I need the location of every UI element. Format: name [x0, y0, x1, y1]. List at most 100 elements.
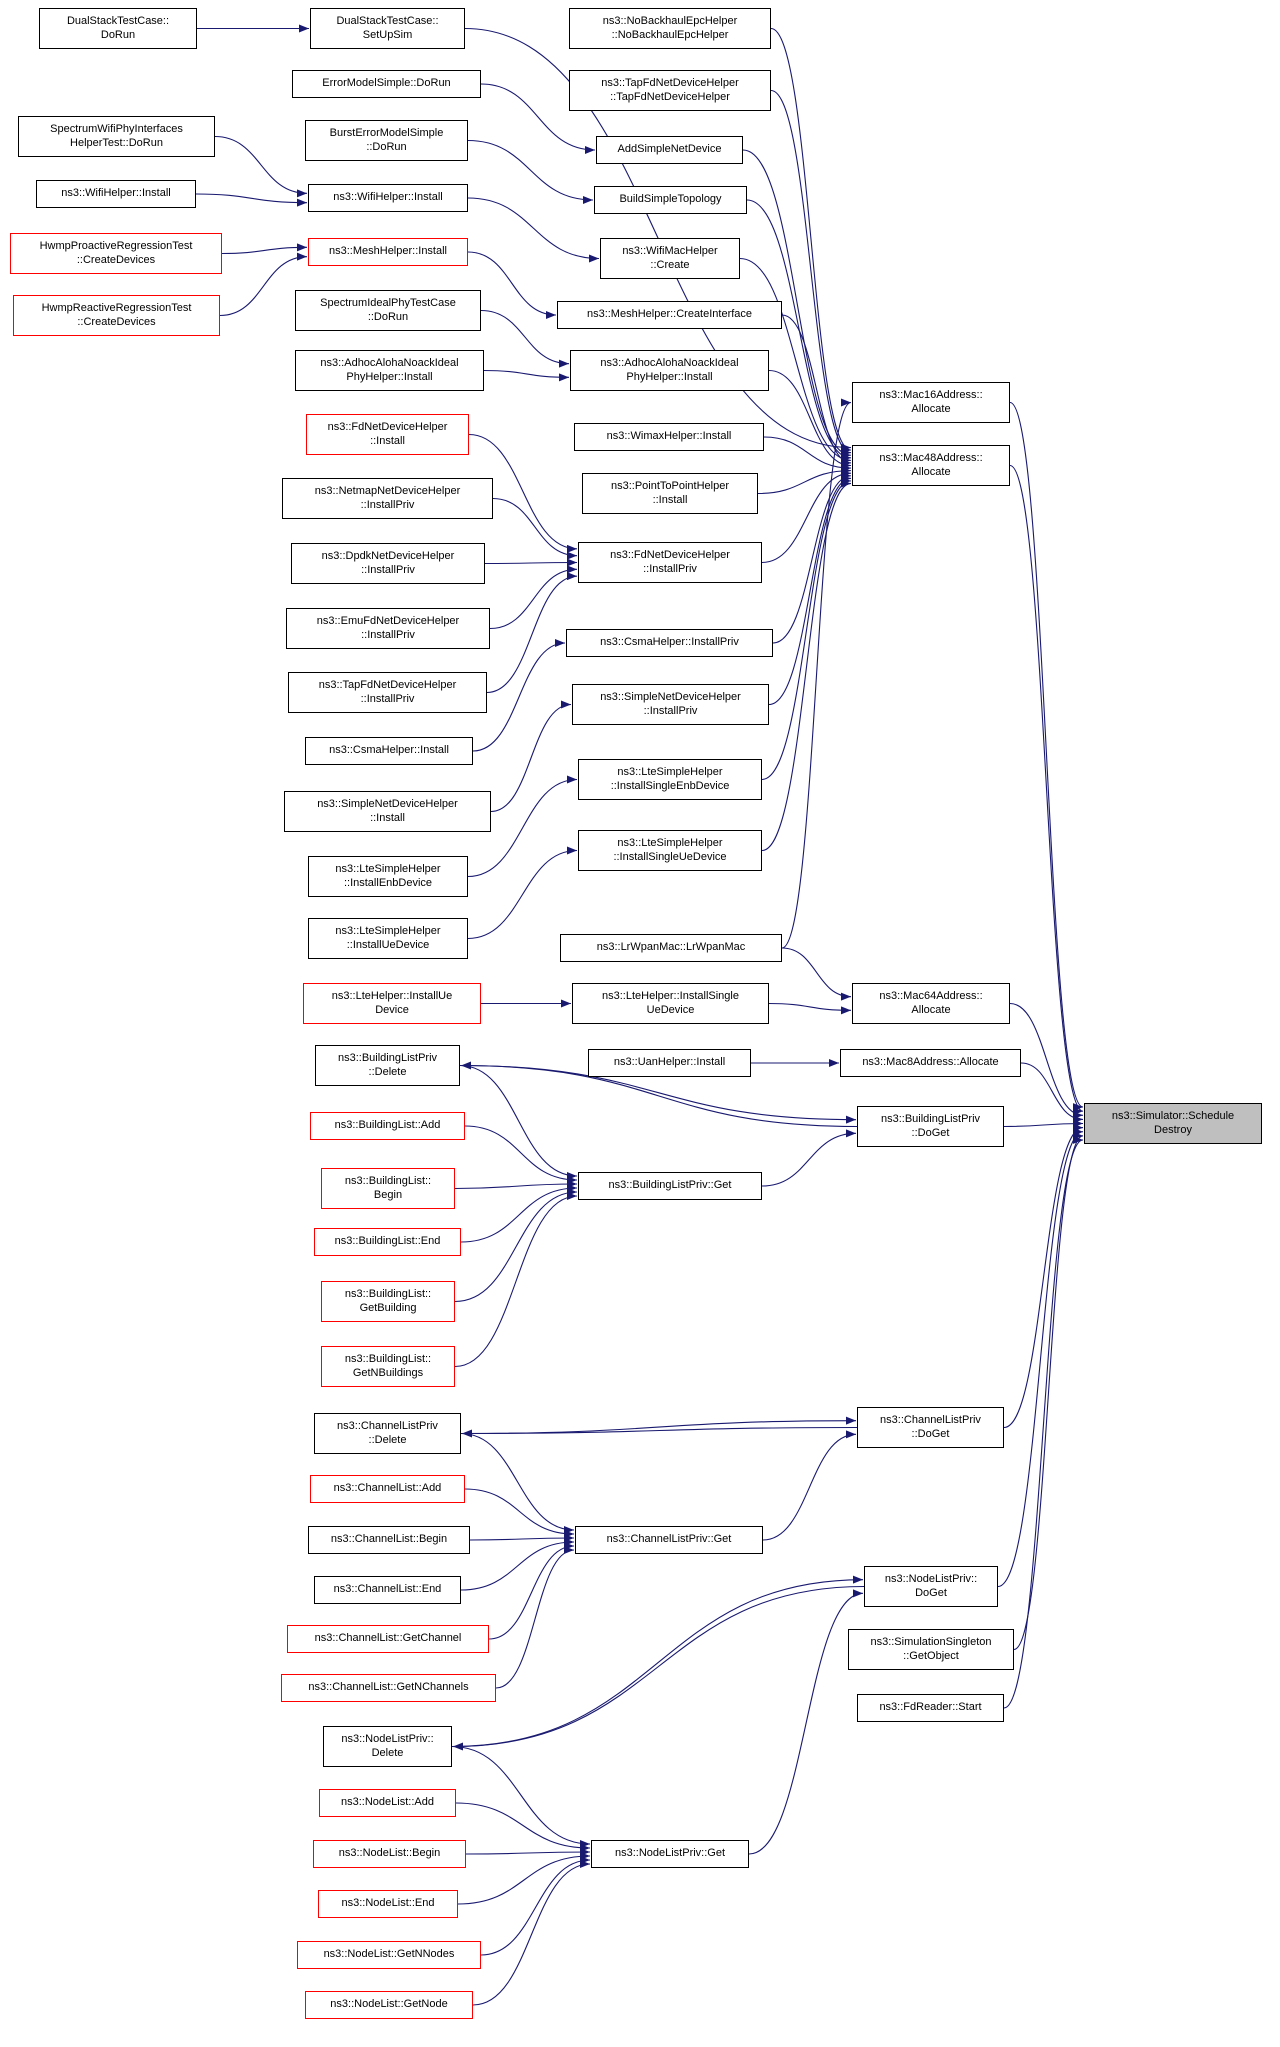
graph-node-ns3-csmahelper-installpriv[interactable]: ns3::CsmaHelper::InstallPriv — [566, 629, 773, 657]
graph-node-ns3-buildinglistpriv-get[interactable]: ns3::BuildingListPriv::Get — [578, 1172, 762, 1200]
graph-edge-n17-n50 — [486, 572, 578, 694]
graph-edge-n67-n35 — [452, 1585, 865, 1751]
graph-node-ns3-mac16address-allocate[interactable]: ns3::Mac16Address::Allocate — [852, 382, 1010, 423]
graph-node-ns3-mac64address-allocate[interactable]: ns3::Mac64Address::Allocate — [852, 983, 1010, 1024]
graph-node-ns3-wifihelper-install[interactable]: ns3::WifiHelper::Install — [308, 184, 468, 212]
graph-node-label: ns3::LteSimpleHelper — [617, 837, 723, 849]
graph-node-ns3-nodelist-end[interactable]: ns3::NodeList::End — [318, 1890, 458, 1918]
graph-edge-n43-n62 — [742, 149, 852, 460]
graph-node-ns3-fdreader-start[interactable]: ns3::FdReader::Start — [857, 1694, 1004, 1722]
graph-edge-n45-n62 — [739, 257, 852, 465]
graph-node-ns3-nodelistpriv-delete[interactable]: ns3::NodeListPriv::Delete — [323, 1726, 452, 1767]
graph-node-errormodelsimple-dorun[interactable]: ErrorModelSimple::DoRun — [292, 70, 481, 98]
graph-node-label: Destroy — [1154, 1123, 1192, 1136]
graph-node-ns3-nodelist-begin[interactable]: ns3::NodeList::Begin — [313, 1840, 466, 1868]
graph-node-label: ns3::NodeList::Begin — [338, 1847, 441, 1860]
graph-node-ns3-channellist-end[interactable]: ns3::ChannelList::End — [314, 1576, 461, 1604]
graph-node-hwmpreactiveregressiontest-createdevices[interactable]: HwmpReactiveRegressionTest::CreateDevice… — [13, 295, 220, 336]
graph-node-ns3-channellist-getchannel[interactable]: ns3::ChannelList::GetChannel — [287, 1625, 489, 1653]
graph-node-dualstacktestcase-setupsim[interactable]: DualStackTestCase::SetUpSim — [310, 8, 465, 49]
graph-node-spectrumidealphytestcase-dorun[interactable]: SpectrumIdealPhyTestCase::DoRun — [295, 290, 481, 331]
graph-node-hwmpproactiveregressiontest-createdevices[interactable]: HwmpProactiveRegressionTest::CreateDevic… — [10, 233, 222, 274]
graph-node-label: ns3::PointToPointHelper — [610, 480, 729, 492]
graph-node-ns3-simplenetdevicehelper-installpriv[interactable]: ns3::SimpleNetDeviceHelper::InstallPriv — [572, 684, 769, 725]
graph-node-ns3-buildinglist-begin[interactable]: ns3::BuildingList::Begin — [321, 1168, 455, 1209]
graph-node-ns3-buildinglist-end[interactable]: ns3::BuildingList::End — [314, 1228, 461, 1256]
graph-node-label: DualStackTestCase:: — [66, 15, 170, 27]
graph-node-label: ns3::ChannelListPriv — [880, 1414, 981, 1426]
graph-node-ns3-nodelist-getnnodes[interactable]: ns3::NodeList::GetNNodes — [297, 1941, 481, 1969]
graph-node-ns3-buildinglist-getbuilding[interactable]: ns3::BuildingList::GetBuilding — [321, 1281, 455, 1322]
graph-node-ns3-wifimachelper-create[interactable]: ns3::WifiMacHelper::Create — [600, 238, 740, 279]
graph-node-ns3-buildinglist-add[interactable]: ns3::BuildingList::Add — [310, 1112, 465, 1140]
graph-node-ns3-tapfdnetdevicehelper-tapfdnetdevicehelper[interactable]: ns3::TapFdNetDeviceHelper::TapFdNetDevic… — [569, 70, 771, 111]
graph-node-ns3-ltesimplehelper-installenbdevice[interactable]: ns3::LteSimpleHelper::InstallEnbDevice — [308, 856, 468, 897]
graph-node-ns3-meshhelper-install[interactable]: ns3::MeshHelper::Install — [308, 238, 468, 266]
graph-node-label: ns3::AdhocAlohaNoackIdeal — [320, 357, 459, 369]
graph-node-dualstacktestcase-dorun[interactable]: DualStackTestCase::DoRun — [39, 8, 197, 49]
graph-node-ns3-lrwpanmac-lrwpanmac[interactable]: ns3::LrWpanMac::LrWpanMac — [560, 934, 782, 962]
graph-node-label: ns3::FdNetDeviceHelper — [610, 549, 730, 561]
graph-edge-n13-n50 — [468, 433, 578, 553]
graph-node-label: ::CreateDevices — [76, 253, 156, 266]
graph-node-ns3-netmapnetdevicehelper-installpriv[interactable]: ns3::NetmapNetDeviceHelper::InstallPriv — [282, 478, 493, 519]
graph-edge-n55-n63 — [781, 947, 852, 1001]
graph-node-ns3-nodelistpriv-doget[interactable]: ns3::NodeListPriv::DoGet — [864, 1566, 998, 1607]
graph-node-ns3-buildinglist-getnbuildings[interactable]: ns3::BuildingList::GetNBuildings — [321, 1346, 455, 1387]
graph-node-label: ::InstallSingleUeDevice — [613, 850, 727, 863]
graph-node-ns3-ltesimplehelper-installsingleenbdevice[interactable]: ns3::LteSimpleHelper::InstallSingleEnbDe… — [578, 759, 762, 800]
graph-node-ns3-fdnetdevicehelper-install[interactable]: ns3::FdNetDeviceHelper::Install — [306, 414, 469, 455]
graph-node-ns3-meshhelper-createinterface[interactable]: ns3::MeshHelper::CreateInterface — [557, 301, 782, 329]
graph-node-ns3-channellist-getnchannels[interactable]: ns3::ChannelList::GetNChannels — [281, 1674, 496, 1702]
graph-node-bursterrormodelsimple-dorun[interactable]: BurstErrorModelSimple::DoRun — [305, 120, 468, 161]
graph-node-ns3-simulationsingleton-getobject[interactable]: ns3::SimulationSingleton::GetObject — [848, 1629, 1014, 1670]
graph-node-ns3-fdnetdevicehelper-installpriv[interactable]: ns3::FdNetDeviceHelper::InstallPriv — [578, 542, 762, 583]
graph-edge-n37-n60 — [465, 1848, 591, 1857]
graph-node-label: ns3::LteSimpleHelper — [617, 766, 723, 778]
graph-node-ns3-dpdknetdevicehelper-installpriv[interactable]: ns3::DpdkNetDeviceHelper::InstallPriv — [291, 543, 485, 584]
graph-node-ns3-channellist-begin[interactable]: ns3::ChannelList::Begin — [308, 1526, 470, 1554]
graph-node-ns3-channellistpriv-get[interactable]: ns3::ChannelListPriv::Get — [575, 1526, 763, 1554]
graph-node-ns3-buildinglistpriv-delete[interactable]: ns3::BuildingListPriv::Delete — [315, 1045, 460, 1086]
graph-node-ns3-nodelist-add[interactable]: ns3::NodeList::Add — [319, 1789, 456, 1817]
graph-edge-n61-n70 — [1009, 401, 1084, 1111]
graph-node-ns3-simplenetdevicehelper-install[interactable]: ns3::SimpleNetDeviceHelper::Install — [284, 791, 491, 832]
graph-edge-n19-n52 — [490, 700, 572, 813]
graph-node-buildsimpletopology[interactable]: BuildSimpleTopology — [594, 186, 747, 214]
graph-node-label: ::Install — [370, 811, 405, 824]
graph-node-ns3-pointtopointhelper-install[interactable]: ns3::PointToPointHelper::Install — [582, 473, 758, 514]
graph-node-ns3-mac48address-allocate[interactable]: ns3::Mac48Address::Allocate — [852, 445, 1010, 486]
graph-node-ns3-channellistpriv-doget[interactable]: ns3::ChannelListPriv::DoGet — [857, 1407, 1004, 1448]
graph-node-label: ns3::UanHelper::Install — [613, 1056, 726, 1069]
graph-node-addsimplenetdevice[interactable]: AddSimpleNetDevice — [596, 136, 743, 164]
graph-node-label: HelperTest::DoRun — [70, 136, 163, 149]
graph-node-ns3-channellist-add[interactable]: ns3::ChannelList::Add — [310, 1475, 465, 1503]
graph-edge-n26-n59 — [460, 1184, 578, 1243]
graph-node-ns3-buildinglistpriv-doget[interactable]: ns3::BuildingListPriv::DoGet — [857, 1106, 1004, 1147]
graph-node-label: ns3::WifiMacHelper — [622, 245, 718, 257]
graph-node-ns3-ltesimplehelper-installsingleuedevice[interactable]: ns3::LteSimpleHelper::InstallSingleUeDev… — [578, 830, 762, 871]
graph-node-ns3-emufdnetdevicehelper-installpriv[interactable]: ns3::EmuFdNetDeviceHelper::InstallPriv — [286, 608, 490, 649]
graph-node-ns3-wifihelper-install[interactable]: ns3::WifiHelper::Install — [36, 180, 196, 208]
graph-node-ns3-channellistpriv-delete[interactable]: ns3::ChannelListPriv::Delete — [314, 1413, 461, 1454]
graph-node-ns3-ltesimplehelper-installuedevice[interactable]: ns3::LteSimpleHelper::InstallUeDevice — [308, 918, 468, 959]
graph-node-ns3-uanhelper-install[interactable]: ns3::UanHelper::Install — [588, 1049, 751, 1077]
graph-node-ns3-nodelist-getnode[interactable]: ns3::NodeList::GetNode — [305, 1991, 473, 2019]
graph-node-ns3-csmahelper-install[interactable]: ns3::CsmaHelper::Install — [305, 737, 473, 765]
graph-node-ns3-wimaxhelper-install[interactable]: ns3::WimaxHelper::Install — [574, 423, 764, 451]
graph-node-label: ns3::SimulationSingleton — [870, 1636, 992, 1648]
graph-node-ns3-tapfdnetdevicehelper-installpriv[interactable]: ns3::TapFdNetDeviceHelper::InstallPriv — [288, 672, 487, 713]
graph-node-label: ::Delete — [368, 1065, 407, 1078]
graph-node-ns3-nobackhaulepchelper-nobackhaulepchelper[interactable]: ns3::NoBackhaulEpcHelper::NoBackhaulEpcH… — [569, 8, 771, 49]
graph-node-ns3-nodelistpriv-get[interactable]: ns3::NodeListPriv::Get — [591, 1840, 749, 1868]
graph-node-label: ::InstallPriv — [360, 692, 415, 705]
graph-node-label: Allocate — [911, 1003, 951, 1016]
graph-node-ns3-mac8address-allocate[interactable]: ns3::Mac8Address::Allocate — [840, 1049, 1021, 1077]
